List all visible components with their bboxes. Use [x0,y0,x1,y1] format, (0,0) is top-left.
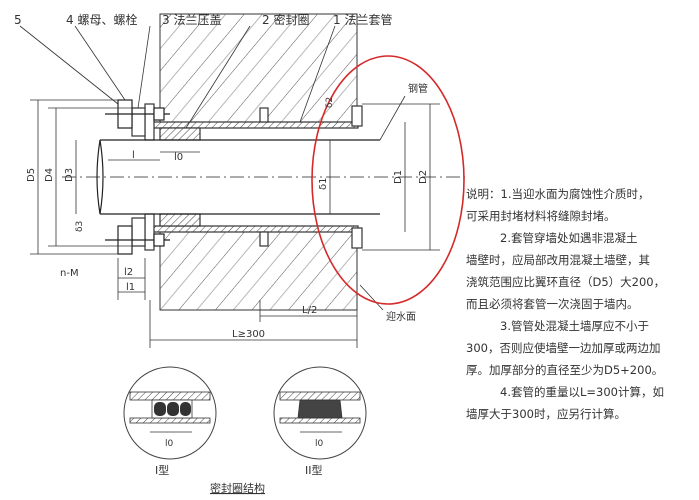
note-3a: 3.管管处混凝土墙厚应不小于 [500,319,649,333]
part-leaders [19,25,406,311]
dim-l2: l2 [124,267,133,278]
dim-l1: l1 [126,282,135,293]
note-2c: 浇筑范围应比翼环直径（D5）大200， [466,275,666,289]
label-water-face: 迎水面 [386,311,416,323]
label-nM: n-M [60,268,79,279]
note-2d: 而且必须将套管一次浇固于墙内。 [466,297,639,311]
seal-detail-type2: l0 [273,366,367,460]
bolts [105,99,170,255]
dim-D3: D3 [64,168,75,182]
note-3c: 厚。加厚部分的直径至少为D5+200。 [466,363,664,377]
note-1a: 说明：1.当迎水面为腐蚀性介质时， [466,187,650,201]
left-dimensions [30,99,132,255]
flange-sleeve [131,103,363,251]
dim-D1-inner: δ1 [318,178,329,190]
type2-label: II型 [305,463,323,477]
note-2a: 2.套管穿墙处如遇非混凝土 [500,231,638,245]
part-label-3: 3 法兰压盖 [162,13,221,27]
note-1b: 可采用封堵材料将缝隙封堵。 [466,209,616,223]
label-steel-pipe: 钢管 [408,82,428,95]
right-dimensions [329,103,440,251]
note-3b: 300，否则应使墙壁一边加厚或两边加 [466,341,661,355]
dim-D2: D2 [418,170,429,184]
note-2b: 墙壁时，应局部改用混凝土墙壁，其 [466,253,650,267]
dim-D5: D5 [26,168,37,182]
dim-D1: D1 [393,170,404,184]
seal-detail-type1: l0 [123,366,217,460]
dim-d3: δ3 [75,221,85,232]
detail2-l0: l0 [315,439,324,449]
dim-D4: D4 [44,168,55,182]
notes: 说明：1.当迎水面为腐蚀性介质时， 可采用封堵材料将缝隙封堵。 2.套管穿墙处如… [466,183,696,425]
dim-L2: L/2 [302,305,317,316]
part-label-5: 5 [14,13,22,27]
bottom-dimensions [108,151,358,348]
dim-l0: l0 [174,152,183,163]
type1-label: I型 [155,463,169,477]
highlight-ellipse [311,55,465,305]
dim-d2: δ2 [325,97,335,108]
dim-l: l [132,150,135,161]
steel-pipe [62,139,465,215]
detail1-l0: l0 [165,439,174,449]
concrete-wall [159,13,358,311]
dim-L300: L≥300 [232,329,265,340]
seal-structure-title: 密封圈结构 [210,481,265,495]
part-label-2: 2 密封圈 [262,12,309,27]
part-label-1: 1 法兰套管 [333,12,392,27]
part-label-4: 4 螺母、螺栓 [66,12,137,27]
note-4b: 墙厚大于300时，应另行计算。 [466,407,626,421]
note-4a: 4.套管的重量以L=300计算，如 [500,385,664,399]
